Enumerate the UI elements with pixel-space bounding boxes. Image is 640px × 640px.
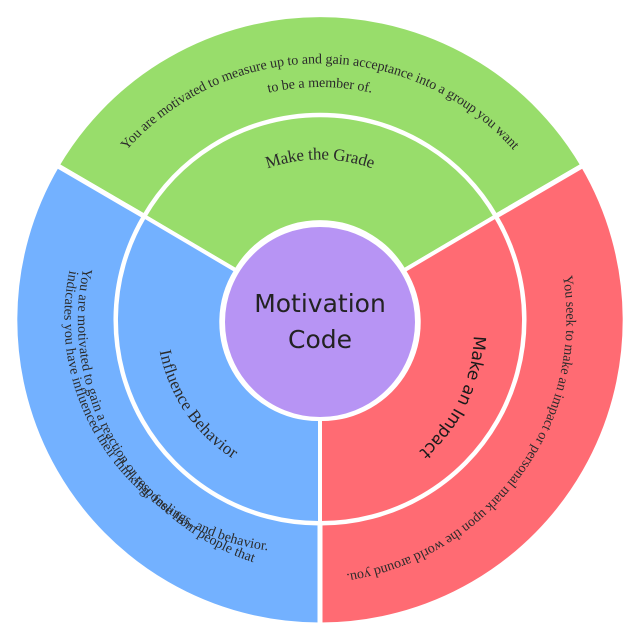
center-circle: [221, 223, 419, 421]
green-segment-description-line2: to be a member of.: [266, 76, 374, 97]
center-label-line2: Code: [288, 325, 352, 354]
green-inner-segment: [142, 113, 498, 273]
center-label-line1: Motivation: [254, 289, 386, 318]
